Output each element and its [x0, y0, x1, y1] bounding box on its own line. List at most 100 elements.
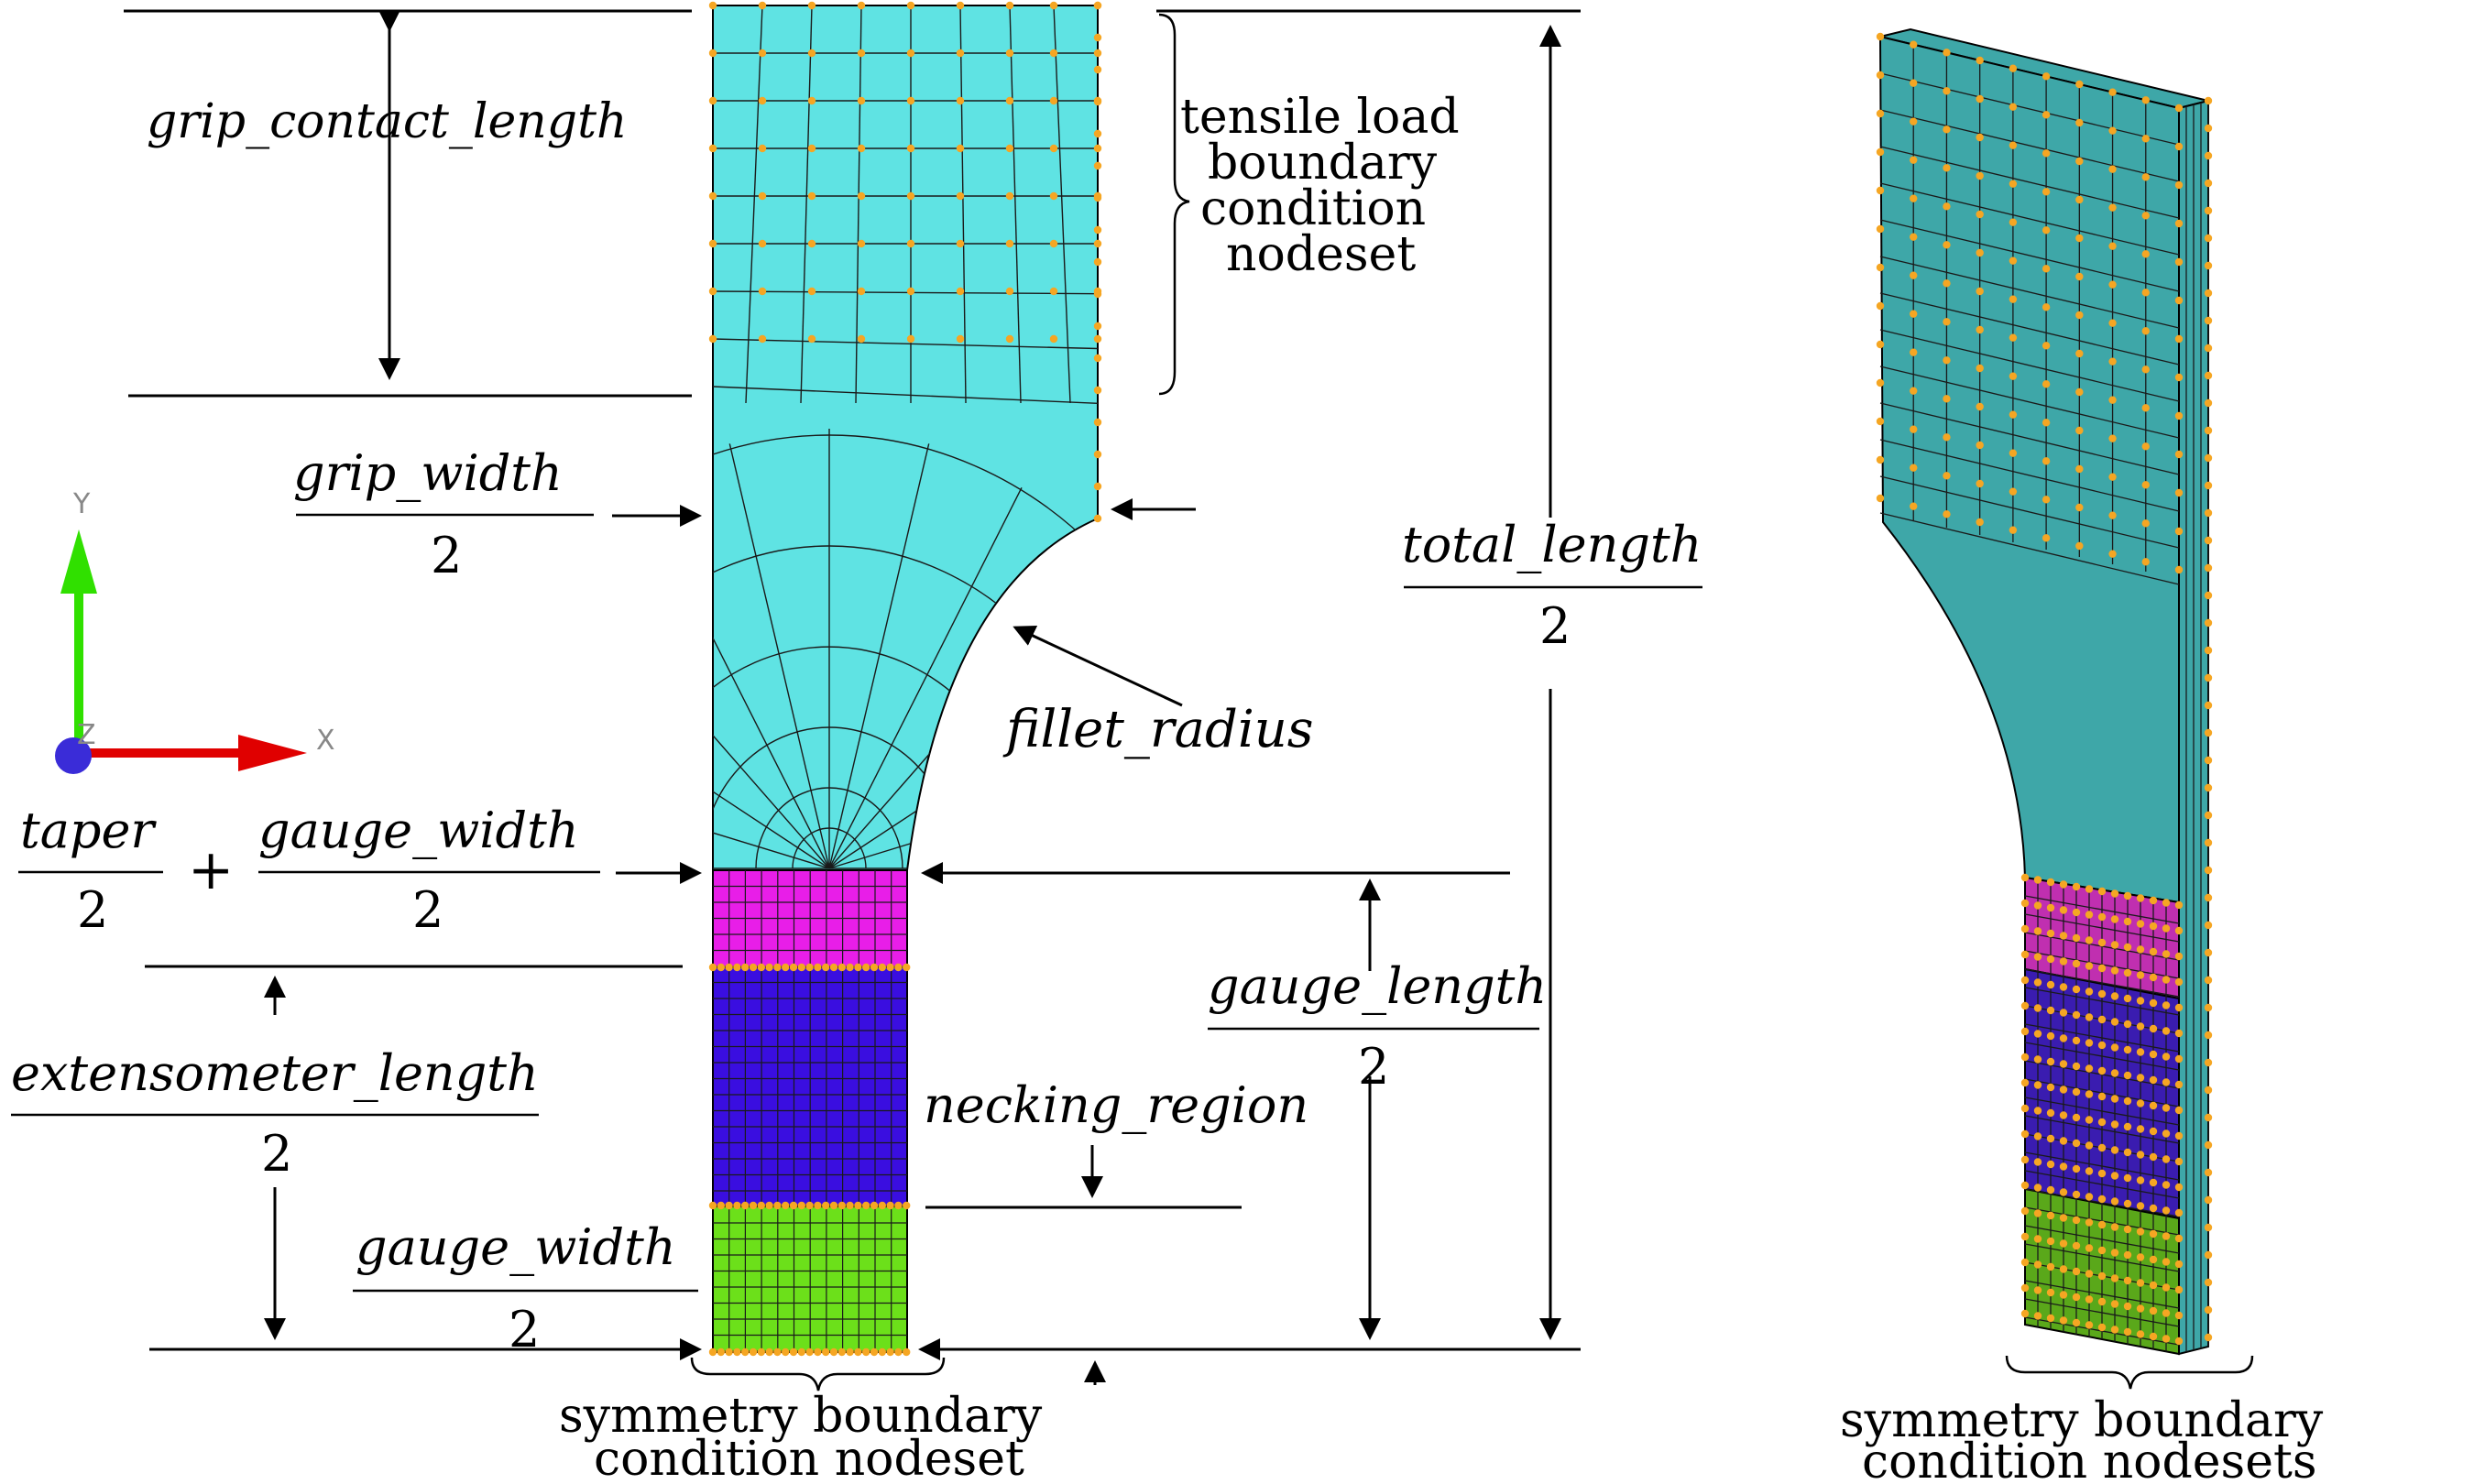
- node: [2059, 957, 2068, 966]
- node: [708, 334, 717, 344]
- node: [894, 1348, 903, 1357]
- node: [2085, 988, 2094, 996]
- axis-z-label: Z: [77, 719, 96, 751]
- node: [2085, 1167, 2094, 1175]
- node: [2085, 1244, 2094, 1252]
- node: [2075, 234, 2084, 243]
- node: [2033, 1081, 2042, 1089]
- label-gauge-width-bottom: gauge_width: [356, 1218, 676, 1276]
- node: [2042, 380, 2051, 388]
- node: [894, 963, 903, 972]
- node: [2204, 508, 2213, 518]
- node: [2149, 947, 2158, 956]
- node: [870, 1201, 879, 1210]
- node: [1876, 147, 1885, 157]
- node: [2085, 1321, 2094, 1329]
- node: [2009, 526, 2018, 534]
- node: [2174, 1003, 2184, 1012]
- node: [1093, 354, 1102, 363]
- node: [2033, 1312, 2042, 1320]
- node: [789, 1201, 798, 1210]
- node: [2174, 1260, 2184, 1269]
- node: [2033, 1184, 2042, 1192]
- node: [2174, 296, 2184, 305]
- node: [2108, 280, 2117, 289]
- node: [2042, 496, 2051, 504]
- node: [2149, 1152, 2158, 1162]
- node: [2110, 1095, 2119, 1103]
- node: [2136, 945, 2145, 954]
- node: [2108, 126, 2117, 135]
- node: [2075, 80, 2084, 89]
- node: [894, 1201, 903, 1210]
- node: [829, 1348, 838, 1357]
- node: [2033, 1004, 2042, 1012]
- node: [2009, 410, 2018, 419]
- node: [2042, 303, 2051, 311]
- node: [2085, 911, 2094, 919]
- mesh-line-3d: [1879, 475, 2180, 549]
- node: [2059, 1214, 2068, 1222]
- node: [1976, 248, 1984, 257]
- node: [1976, 402, 1984, 411]
- node: [2075, 195, 2084, 204]
- node: [2046, 1006, 2055, 1015]
- node: [1910, 79, 1918, 87]
- label-extensometer-length: extensometer_length: [11, 1044, 539, 1102]
- node: [2204, 1305, 2213, 1315]
- node: [2141, 173, 2150, 181]
- node: [2204, 1333, 2213, 1342]
- node: [2072, 1267, 2081, 1276]
- node: [2020, 1309, 2030, 1318]
- node: [2085, 1090, 2094, 1098]
- node: [805, 963, 814, 972]
- node: [857, 49, 866, 58]
- node: [2204, 124, 2213, 133]
- node: [2204, 728, 2213, 737]
- node: [2059, 1188, 2068, 1196]
- node: [1049, 1, 1058, 10]
- node: [2020, 924, 2030, 933]
- mesh-line-3d: [2024, 1115, 2180, 1144]
- mesh-line-3d: [2024, 987, 2180, 1016]
- node: [2046, 878, 2055, 887]
- node: [870, 1348, 879, 1357]
- node: [1910, 40, 1918, 49]
- node: [2204, 371, 2213, 380]
- node: [733, 963, 741, 972]
- axis-y-label: Y: [72, 488, 91, 520]
- node: [749, 1201, 758, 1210]
- node: [2009, 256, 2018, 265]
- note-tensile-line3: condition: [1200, 181, 1426, 236]
- nodes-3d: [1876, 32, 2213, 1346]
- node: [2204, 1168, 2213, 1177]
- note-tensile-line4: nodeset: [1226, 227, 1416, 282]
- node: [2033, 1132, 2042, 1140]
- node: [2072, 1293, 2081, 1302]
- node: [2204, 344, 2213, 353]
- node: [2046, 903, 2055, 912]
- node: [2204, 1140, 2213, 1150]
- node: [1005, 144, 1014, 153]
- node: [2123, 1276, 2132, 1285]
- node: [862, 963, 870, 972]
- node: [2097, 1271, 2107, 1281]
- node: [1049, 239, 1058, 248]
- mesh-line-3d: [2024, 968, 2180, 998]
- node: [2136, 1151, 2145, 1159]
- node: [2204, 591, 2213, 600]
- node: [2162, 1078, 2171, 1086]
- node: [1093, 144, 1102, 153]
- node: [2174, 565, 2184, 574]
- node: [814, 1348, 822, 1357]
- node: [2204, 1113, 2213, 1122]
- node: [2046, 1031, 2055, 1041]
- mesh-line-3d: [1879, 256, 2180, 329]
- node: [2059, 1137, 2068, 1145]
- node: [758, 334, 767, 344]
- node: [1093, 334, 1102, 344]
- node: [758, 239, 767, 248]
- node: [765, 1201, 773, 1210]
- node: [956, 144, 965, 153]
- node: [2149, 1229, 2158, 1238]
